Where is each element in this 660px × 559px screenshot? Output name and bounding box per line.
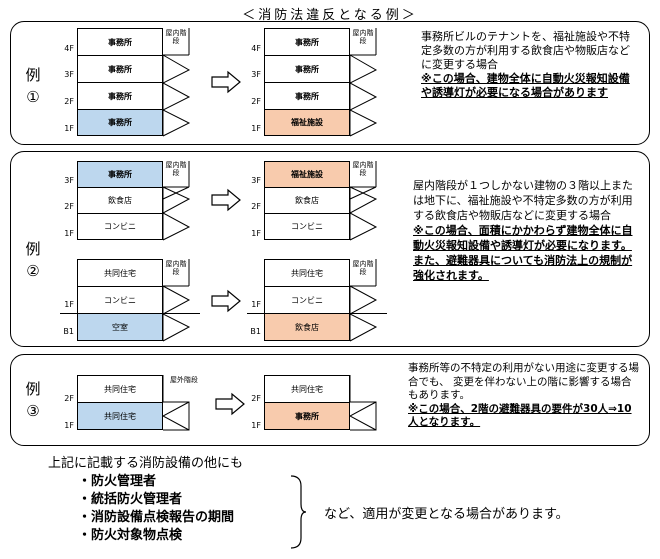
floor-label: 1F bbox=[251, 229, 261, 238]
stair-label: 屋内階段 bbox=[352, 29, 374, 45]
arrow-right-icon bbox=[211, 70, 241, 94]
floor-label: 2F bbox=[251, 97, 261, 106]
room-cell: 事務所 bbox=[77, 82, 163, 110]
floor-label: 3F bbox=[64, 176, 74, 185]
room-cell: 事務所 bbox=[264, 82, 350, 110]
footer-list: 上記に記載する消防設備の他にも ・防火管理者 ・統括防火管理者 ・消防設備点検報… bbox=[48, 455, 243, 545]
footer-item: ・防火対象物点検 bbox=[78, 528, 183, 543]
brace-icon bbox=[290, 475, 307, 549]
example-3-label: 例 ③ bbox=[20, 378, 46, 422]
room-cell: 事務所 bbox=[77, 28, 163, 56]
stair-label: 屋内階段 bbox=[165, 161, 187, 177]
example-1-label-number: ① bbox=[26, 88, 40, 106]
stair-diagram bbox=[162, 375, 190, 431]
footer-item: ・消防設備点検報告の期間 bbox=[78, 510, 235, 525]
stair-label: 屋内階段 bbox=[352, 260, 374, 276]
stair-diagram bbox=[349, 161, 378, 241]
room-cell: 共同住宅 bbox=[77, 402, 163, 430]
room-cell: コンビニ bbox=[77, 286, 163, 314]
example-1-label-text: 例 bbox=[25, 66, 41, 84]
floor-label: 4F bbox=[251, 44, 261, 53]
floor-label: 2F bbox=[251, 202, 261, 211]
example-3-label-text: 例 bbox=[25, 380, 41, 398]
floor-label: B1 bbox=[63, 327, 74, 336]
room-cell: コンビニ bbox=[77, 213, 163, 240]
room-cell: 共同住宅 bbox=[77, 259, 163, 287]
example-2-label: 例 ② bbox=[20, 238, 46, 282]
room-cell: 事務所 bbox=[264, 402, 350, 430]
floor-label: 3F bbox=[64, 70, 74, 79]
room-cell: コンビニ bbox=[264, 213, 350, 240]
floor-label: 1F bbox=[64, 421, 74, 430]
floor-label: 2F bbox=[251, 394, 261, 403]
room-cell: 事務所 bbox=[77, 109, 163, 136]
floor-label: 4F bbox=[64, 44, 74, 53]
floor-label: 1F bbox=[64, 229, 74, 238]
stair-label: 屋内階段 bbox=[165, 29, 187, 45]
ground-line bbox=[247, 313, 387, 314]
example-1-description: 事務所ビルのテナントを、福祉施設や不特定多数の方が利用する飲食店や物販店などに変… bbox=[421, 30, 637, 100]
stair-diagram bbox=[162, 161, 191, 241]
room-cell: 共同住宅 bbox=[264, 375, 350, 403]
stair-diagram bbox=[349, 28, 378, 137]
example-3-description: 事務所等の不特定の利用がない用途に変更する場合でも、 変更を伴わない上の階に影響… bbox=[408, 362, 640, 430]
warning-text: また、避難器具についても消防法上の規制が強化されます。 bbox=[413, 254, 633, 282]
floor-label: 3F bbox=[251, 70, 261, 79]
room-cell: 共同住宅 bbox=[77, 375, 163, 403]
warning-text: ※この場合、建物全体に自動火災報知設備や誘導灯が必要になる場合があります bbox=[421, 72, 630, 99]
example-3-label-number: ③ bbox=[26, 402, 40, 420]
footer-note: など、適用が変更となる場合があります。 bbox=[324, 507, 569, 522]
room-cell: 福祉施設 bbox=[264, 109, 350, 136]
floor-label: 2F bbox=[64, 97, 74, 106]
room-cell: 事務所 bbox=[77, 161, 163, 188]
arrow-right-icon bbox=[211, 289, 241, 313]
room-cell: 福祉施設 bbox=[264, 161, 350, 188]
stair-diagram bbox=[349, 375, 377, 431]
floor-label: 1F bbox=[251, 421, 261, 430]
stair-label: 屋内階段 bbox=[352, 161, 374, 177]
floor-label: B1 bbox=[250, 327, 261, 336]
room-cell: 飲食店 bbox=[264, 187, 350, 214]
footer-heading: 上記に記載する消防設備の他にも bbox=[48, 456, 244, 471]
description-text: 事務所等の不特定の利用がない用途に変更する場合でも、 変更を伴わない上の階に影響… bbox=[408, 362, 639, 401]
example-2-label-number: ② bbox=[26, 262, 40, 280]
room-cell: 飲食店 bbox=[264, 313, 350, 341]
stair-diagram bbox=[349, 259, 378, 342]
room-cell: 事務所 bbox=[264, 28, 350, 56]
example-3-panel bbox=[10, 354, 650, 446]
room-cell: 事務所 bbox=[264, 55, 350, 83]
room-cell: 共同住宅 bbox=[264, 259, 350, 287]
warning-text: ※この場合、2階の避難器具の要件が30人⇒10人となります。 bbox=[408, 402, 632, 429]
page-title: ＜消防法違反となる例＞ bbox=[242, 8, 418, 23]
floor-label: 1F bbox=[64, 124, 74, 133]
room-cell: 空室 bbox=[77, 313, 163, 341]
stair-label: 屋外階段 bbox=[170, 376, 198, 384]
example-2-description: 屋内階段が１つしかない建物の３階以上または地下に、福祉施設や不特定多数の方が利用… bbox=[413, 178, 639, 283]
arrow-right-icon bbox=[211, 188, 241, 212]
description-text: 事務所ビルのテナントを、福祉施設や不特定多数の方が利用する飲食店や物販店などに変… bbox=[421, 30, 630, 71]
floor-label: 1F bbox=[251, 300, 261, 309]
floor-label: 3F bbox=[251, 176, 261, 185]
room-cell: 事務所 bbox=[77, 55, 163, 83]
example-2-panel bbox=[10, 151, 650, 347]
example-1-label: 例 ① bbox=[20, 64, 46, 108]
example-2-label-text: 例 bbox=[25, 240, 41, 258]
description-text: 屋内階段が１つしかない建物の３階以上または地下に、福祉施設や不特定多数の方が利用… bbox=[413, 179, 633, 222]
room-cell: コンビニ bbox=[264, 286, 350, 314]
floor-label: 1F bbox=[251, 124, 261, 133]
floor-label: 2F bbox=[64, 394, 74, 403]
floor-label: 1F bbox=[64, 300, 74, 309]
arrow-right-icon bbox=[215, 392, 245, 416]
stair-diagram bbox=[162, 259, 191, 342]
example-1-panel bbox=[10, 21, 650, 145]
ground-line bbox=[60, 313, 200, 314]
stair-diagram bbox=[162, 28, 191, 137]
floor-label: 2F bbox=[64, 202, 74, 211]
stair-label: 屋内階段 bbox=[165, 260, 187, 276]
footer-item: ・統括防火管理者 bbox=[78, 492, 183, 507]
footer-item: ・防火管理者 bbox=[78, 474, 157, 489]
warning-text: ※この場合、面積にかかわらず建物全体に自動火災報知設備や誘導灯が必要になります。 bbox=[413, 224, 633, 252]
room-cell: 飲食店 bbox=[77, 187, 163, 214]
